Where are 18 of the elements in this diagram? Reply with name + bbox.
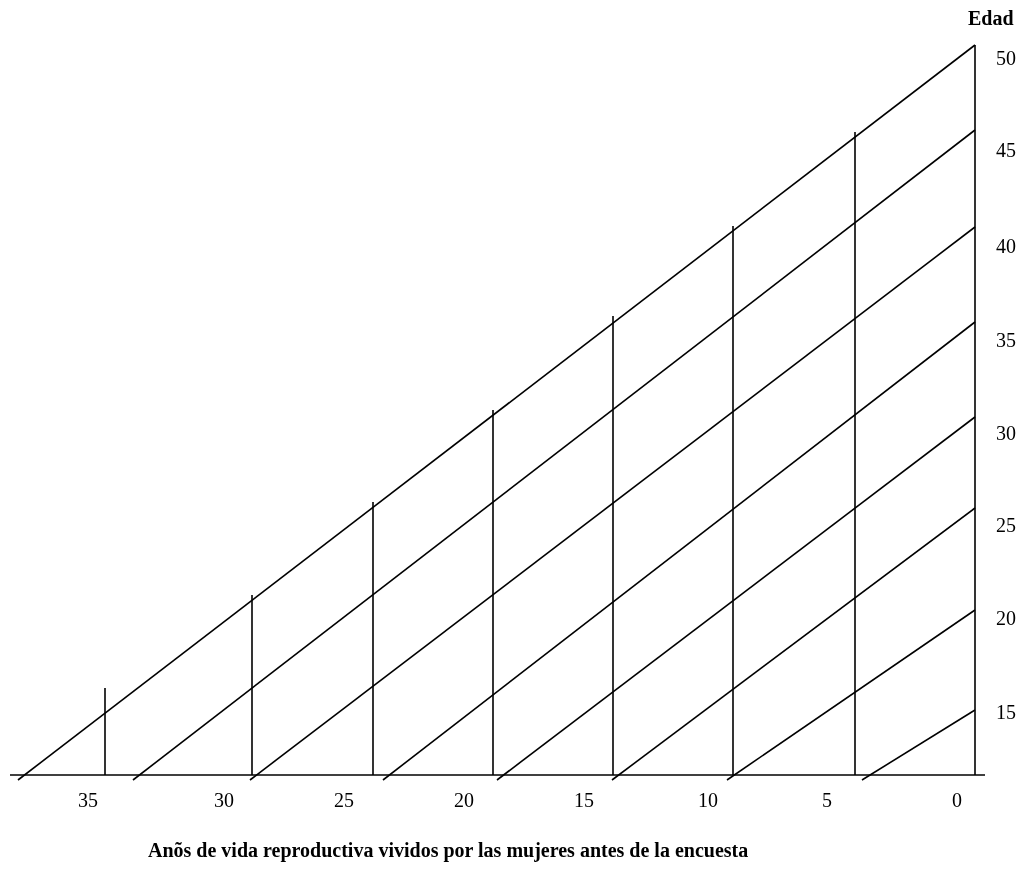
tick-label: 20: [454, 790, 474, 810]
tick-label: 20: [996, 608, 1016, 628]
tick-label: 45: [996, 140, 1016, 160]
tick-label: 10: [698, 790, 718, 810]
tick-label: 30: [996, 423, 1016, 443]
tick-label: 0: [952, 790, 962, 810]
caption: Anõs de vida reproductiva vividos por las mujeres antes de la encuesta: [148, 840, 749, 860]
tick-label: 35: [78, 790, 98, 810]
tick-label: 25: [996, 515, 1016, 535]
tick-label: 40: [996, 236, 1016, 256]
tick-label: 5: [822, 790, 832, 810]
tick-label: 15: [574, 790, 594, 810]
tick-label: 25: [334, 790, 354, 810]
tick-label: 50: [996, 48, 1016, 68]
tick-label: 35: [996, 330, 1016, 350]
tick-label: 30: [214, 790, 234, 810]
axis-title: Edad: [968, 8, 1014, 28]
tick-label: 15: [996, 702, 1016, 722]
